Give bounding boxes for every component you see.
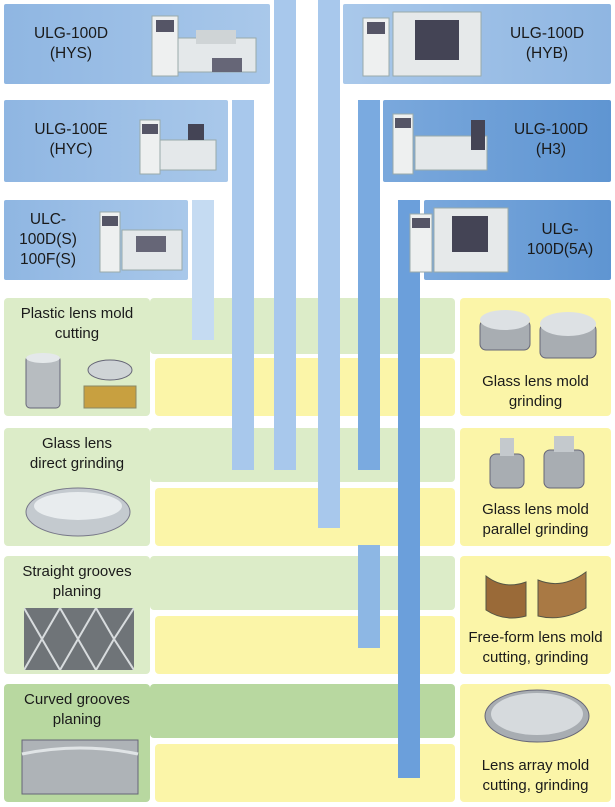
machine-label: ULG-100D (HYS) (33, 25, 109, 62)
lens-array-mold-photo (484, 689, 590, 743)
flow-lane-hys-over (274, 298, 296, 470)
app-card-glass-lens-direct: Glass lens direct grinding (4, 428, 150, 546)
machine-label: ULG-100D (HYB) (509, 25, 585, 62)
free-form-mold-photo (485, 571, 587, 619)
app-label: Free-form lens mold cutting, grinding (468, 629, 603, 666)
app-label: Glass lens mold grinding (482, 373, 589, 410)
flow-lane-hyc-over (232, 298, 254, 470)
machine-label: ULG-100D (H3) (513, 121, 589, 158)
parallel-mold-photo (489, 436, 585, 489)
app-card-free-form: Free-form lens mold cutting, grinding (460, 556, 611, 674)
lens-photo (25, 487, 131, 537)
machine-label: ULG-100E (HYC) (34, 121, 108, 158)
app-label: Glass lens direct grinding (29, 435, 125, 472)
app-label: Lens array mold cutting, grinding (481, 757, 590, 794)
groove-pattern-photo (24, 608, 134, 670)
app-label: Straight grooves planing (22, 563, 132, 600)
machine-card-ulg-100d-hys: ULG-100D (HYS) (4, 4, 270, 84)
app-card-glass-lens-mold: Glass lens mold grinding (460, 298, 611, 416)
flow-lane-h3-over (358, 298, 380, 470)
machine-card-ulc-100d-s: ULC- 100D(S) 100F(S) (4, 200, 188, 280)
glass-mold-photo (479, 310, 597, 359)
machine-label: ULG- 100D(5A) (526, 221, 594, 258)
flow-lane-ulc-over (192, 298, 214, 340)
machine-photo (392, 113, 488, 175)
machine-photo (139, 119, 217, 175)
app-card-straight-grooves: Straight grooves planing (4, 556, 150, 674)
app-card-plastic-lens-mold: Plastic lens mold cutting (4, 298, 150, 416)
app-label: Glass lens mold parallel grinding (482, 501, 589, 538)
machine-card-ulg-100e-hyc: ULG-100E (HYC) (4, 100, 228, 182)
app-card-curved-grooves: Curved grooves planing (4, 684, 150, 802)
app-label: Curved grooves planing (24, 691, 130, 728)
flow-lane-mid-over (358, 545, 380, 648)
app-card-lens-array: Lens array mold cutting, grinding (460, 684, 611, 802)
machine-card-ulg-100d-h3: ULG-100D (H3) (383, 100, 611, 182)
machine-photo (151, 15, 257, 77)
app-card-glass-lens-parallel: Glass lens mold parallel grinding (460, 428, 611, 546)
machine-photo (99, 211, 183, 273)
flow-lane-hyb-over (318, 298, 340, 528)
curved-groove-photo (21, 739, 139, 795)
machine-photo (362, 11, 482, 77)
flow-lane-5a-over (398, 298, 420, 778)
machine-label: ULC- 100D(S) 100F(S) (19, 211, 77, 268)
plastic-mold-photo (25, 353, 137, 409)
machine-card-ulg-100d-5a: ULG- 100D(5A) (409, 200, 611, 280)
app-label: Plastic lens mold cutting (20, 305, 134, 342)
machine-photo (409, 207, 509, 273)
machine-card-ulg-100d-hyb: ULG-100D (HYB) (343, 4, 611, 84)
